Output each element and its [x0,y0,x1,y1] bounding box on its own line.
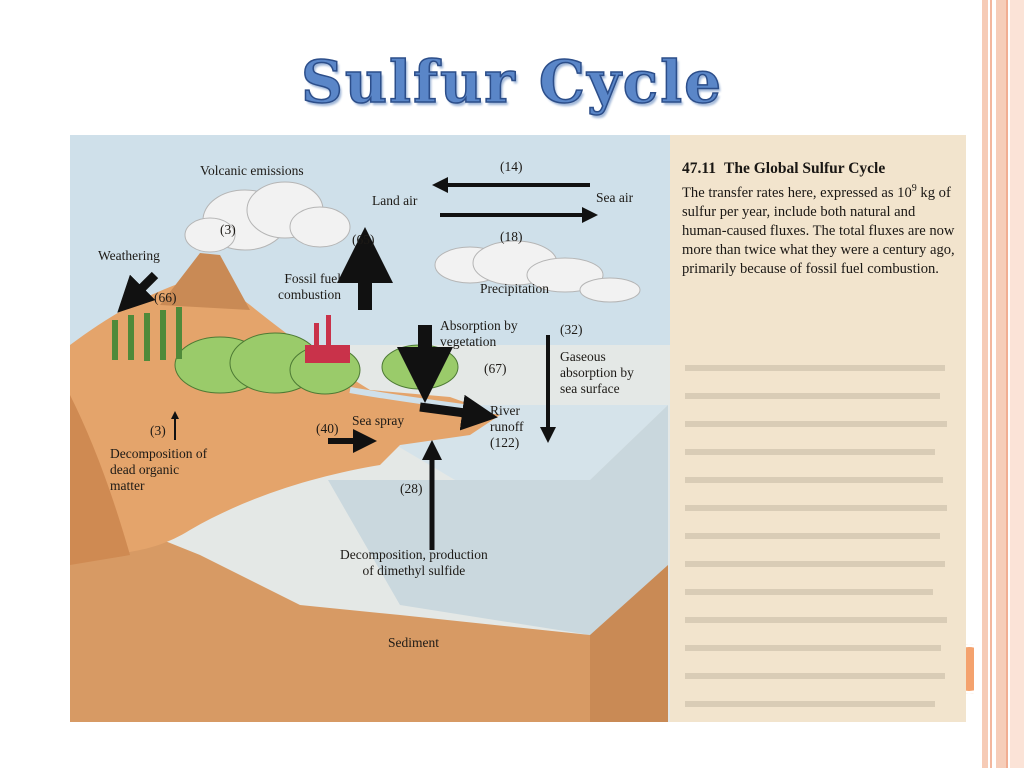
value-sea-spray: (40) [316,421,339,436]
label-volcanic-emissions: Volcanic emissions [200,163,304,178]
label-sea-air: Sea air [596,190,634,205]
value-dms: (28) [400,481,423,496]
value-sea-to-land: (14) [500,159,523,174]
label-dms-production: Decomposition, production of dimethyl su… [340,547,488,578]
value-fossil: (65) [352,232,375,247]
label-sediment: Sediment [388,635,439,650]
label-sea-spray: Sea spray [352,413,405,428]
label-fossil-fuel: Fossil fuel combustion [278,271,341,302]
diagram-illustration [70,135,966,722]
caption-number: 47.11 [682,160,717,177]
label-absorption-vegetation: Absorption by vegetation [440,318,518,349]
caption-heading: 47.11 The Global Sulfur Cycle [682,159,962,178]
caption-title: The Global Sulfur Cycle [724,160,886,177]
label-land-air: Land air [372,193,418,208]
volcano [160,253,250,310]
sea-water [328,480,590,635]
figure-caption: 47.11 The Global Sulfur Cycle The transfe… [682,159,962,279]
caption-text: The transfer rates here, expressed as 10 [682,184,912,201]
value-vegetation: (67) [484,361,507,376]
factory [305,315,350,363]
border-stripe [990,0,992,768]
value-volcanic: (3) [220,222,236,237]
label-precipitation: Precipitation [480,281,549,296]
label-gaseous-absorption: Gaseous absorption by sea surface [560,349,634,396]
value-weathering: (66) [154,290,177,305]
border-stripe [996,0,1006,768]
caption-text-rest: kg of sulfur per year, include both natu… [682,184,955,277]
border-stripe [982,0,988,768]
value-gaseous: (32) [560,322,583,337]
arrow-river [419,394,498,431]
value-land-to-sea: (18) [500,229,523,244]
border-stripe [1006,0,1008,768]
label-weathering: Weathering [98,248,160,263]
label-decomposition-dead-matter: Decomposition of dead organic matter [110,446,208,493]
arrow-weathering [117,271,159,313]
value-decomposition: (3) [150,423,166,438]
border-stripe [1010,0,1024,768]
caption-exponent: 9 [911,183,917,194]
label-river-runoff: River runoff (122) [490,403,524,450]
sediment-layer [70,515,590,722]
slide-title: Sulfur Cycle [300,47,724,117]
sulfur-cycle-figure: Volcanic emissions (3) Weathering (66) L… [70,135,966,722]
